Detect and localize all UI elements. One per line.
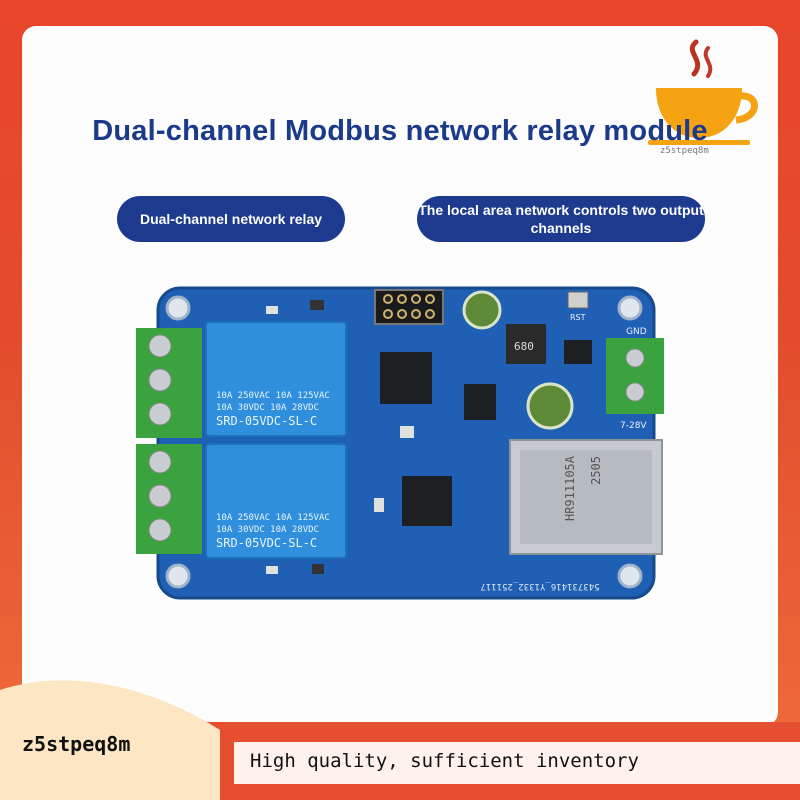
pcb-code-text: 543731416_Y1332_251117 xyxy=(480,581,599,591)
inductor-mark: 680 xyxy=(514,340,534,353)
voltage-label: 7-28V xyxy=(620,421,647,431)
feature-badge-lan: The local area network controls two outp… xyxy=(417,196,705,242)
pin-header xyxy=(374,289,444,325)
relay-rating-line: 10A 250VAC 10A 125VAC xyxy=(216,513,330,523)
feature-badge-label: The local area network controls two outp… xyxy=(418,202,704,236)
rj45-date-text: 2505 xyxy=(589,456,603,485)
rj45-jack: HR911105A 2505 xyxy=(509,439,663,555)
mounting-holes xyxy=(165,295,643,589)
page-title: Dual-channel Modbus network relay module xyxy=(92,115,708,147)
footer-slogan: High quality, sufficient inventory xyxy=(250,750,639,772)
relay-rating-line: 10A 250VAC 10A 125VAC xyxy=(216,391,330,401)
relay-rating-line: 10A 30VDC 10A 28VDC xyxy=(216,403,319,413)
relay-rating-line: 10A 30VDC 10A 28VDC xyxy=(216,525,319,535)
cream-swoosh xyxy=(0,680,220,800)
logo-code-text: z5stpeq8m xyxy=(660,146,709,156)
voltage-regulator xyxy=(464,384,496,420)
gnd-label: GND xyxy=(626,327,647,337)
smd-components xyxy=(266,300,414,574)
inductor xyxy=(506,324,546,364)
coffee-cup-logo-icon xyxy=(648,39,758,145)
capacitor-small xyxy=(462,290,502,330)
rst-label: RST xyxy=(570,313,586,322)
mosfet xyxy=(564,340,592,364)
capacitor-large xyxy=(526,382,574,430)
microcontroller-chip xyxy=(380,352,432,404)
feature-badge-channels: Dual-channel network relay xyxy=(117,196,345,242)
feature-badge-label: Dual-channel network relay xyxy=(139,211,323,227)
relay-top: 10A 250VAC 10A 125VAC 10A 30VDC 10A 28VD… xyxy=(205,321,347,437)
power-terminal-block xyxy=(606,338,664,414)
ethernet-chip xyxy=(402,476,452,526)
reset-button-part xyxy=(567,291,589,309)
terminal-block-bottom xyxy=(136,444,202,554)
relay-model-text: SRD-05VDC-SL-C xyxy=(216,536,317,550)
footer-brand: z5stpeq8m xyxy=(22,732,131,756)
relay-bottom: 10A 250VAC 10A 125VAC 10A 30VDC 10A 28VD… xyxy=(205,443,347,559)
slogan-strip xyxy=(234,742,800,784)
rj45-part-text: HR911105A xyxy=(563,455,577,521)
relay-model-text: SRD-05VDC-SL-C xyxy=(216,414,317,428)
relay-board-image: 10A 250VAC 10A 125VAC 10A 30VDC 10A 28VD… xyxy=(136,286,664,600)
terminal-block-top xyxy=(136,328,202,438)
